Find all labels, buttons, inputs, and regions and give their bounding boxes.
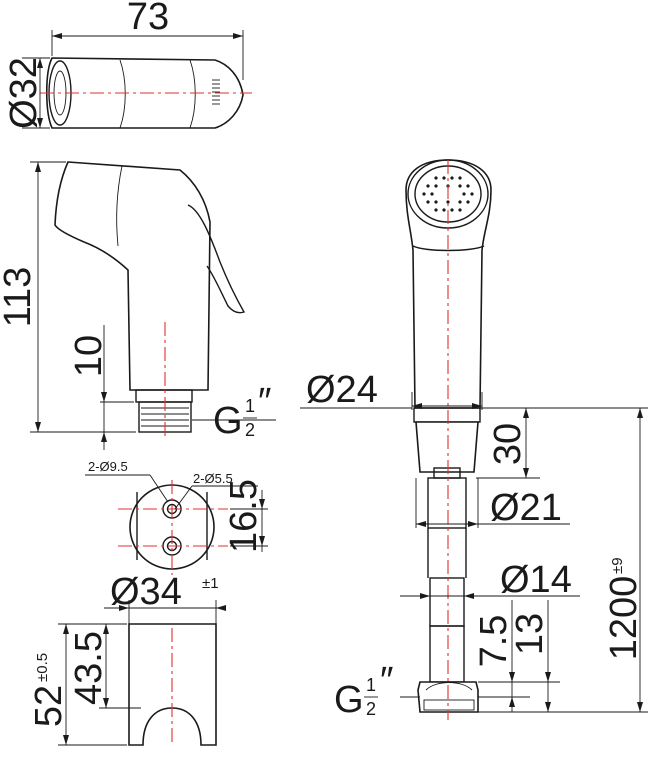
hose-length-tol: ±9 [609, 557, 626, 574]
thread-handle-prefix: G [213, 400, 243, 442]
dim-holder-height-inner: 43.5 [68, 631, 110, 705]
head-front-view: Ø24 30 Ø21 Ø14 7.5 13 [300, 159, 648, 721]
holder-diameter-value: Ø34 [110, 571, 182, 613]
holder-height-total-tol: ±0.5 [34, 653, 51, 682]
thread-handle-den: 2 [245, 420, 255, 440]
dim-nozzle-length: 30 [487, 423, 529, 465]
holder-front-view: 2-Ø9.5 2-Ø5.5 16.5 [85, 459, 268, 575]
hose-length-value: 1200 [603, 576, 645, 661]
thread-handle-suffix: ″ [258, 381, 271, 423]
dim-head-diameter: Ø32 [3, 57, 45, 129]
thread-size-hose: G 1 2 ″ [334, 660, 393, 721]
thread-hose-prefix: G [334, 679, 364, 721]
dim-hose-collar-diameter: Ø21 [490, 487, 562, 529]
dim-thread-length: 10 [68, 335, 110, 377]
head-top-view: 73 Ø32 [3, 0, 252, 129]
thread-hose-den: 2 [366, 699, 376, 719]
thread-hose-suffix: ″ [380, 660, 393, 702]
dim-nut-height-inner: 7.5 [473, 615, 515, 668]
thread-handle-num: 1 [245, 396, 255, 416]
dim-hose-diameter: Ø14 [500, 559, 572, 601]
thread-size-handle: G 1 2 ″ [213, 381, 271, 442]
dim-nozzle-diameter: Ø24 [306, 369, 378, 411]
thread-hose-num: 1 [366, 675, 376, 695]
dim-head-length: 73 [127, 0, 169, 38]
dim-hole-spacing: 16.5 [223, 479, 265, 553]
dim-handle-height: 113 [0, 267, 39, 328]
label-hole-large: 2-Ø9.5 [88, 459, 128, 474]
label-hole-small: 2-Ø5.5 [193, 471, 233, 486]
holder-diameter-tol: ±1 [202, 575, 219, 592]
dim-hose-length: 1200 ±9 [603, 557, 645, 660]
dim-holder-diameter: Ø34 ±1 [110, 571, 219, 613]
dim-nut-height-total: 13 [509, 613, 551, 655]
handle-side-view: 113 10 G 1 2 ″ [0, 161, 276, 450]
holder-side-view: Ø34 ±1 43.5 52 ±0.5 [28, 571, 226, 746]
dim-holder-height-total: 52 ±0.5 [28, 653, 70, 727]
holder-height-total-value: 52 [28, 685, 70, 727]
